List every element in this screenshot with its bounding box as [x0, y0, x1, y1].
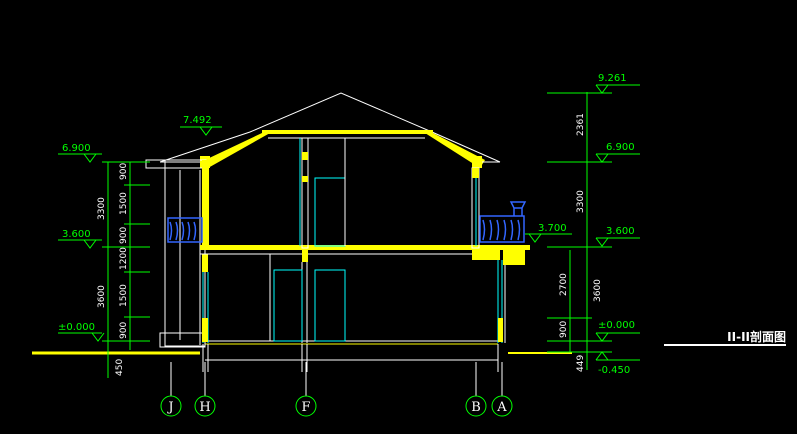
- level-label-left-1: 6.900: [62, 143, 91, 154]
- grid-label-B: B: [471, 400, 481, 415]
- second-floor-slab: [200, 245, 530, 250]
- level-marker-0000-right: [595, 332, 640, 342]
- dim-left-inner-2: 1500: [119, 192, 129, 215]
- grid-bubble-B: [465, 395, 487, 417]
- grid-bubble-J: [160, 395, 182, 417]
- level-marker-3700: 3.700: [525, 223, 572, 243]
- column-B-base: [498, 318, 503, 342]
- roof-outline: [159, 92, 501, 163]
- section-title: II-II剖面图: [664, 329, 786, 346]
- dim-right-inner-3: 2700: [559, 273, 569, 296]
- level-label-left-3: ±0.000: [58, 322, 95, 333]
- left-plinth: [159, 332, 206, 348]
- dim-left-inner-3: 900: [119, 227, 129, 244]
- dim-left-outer-2: 3600: [97, 285, 107, 308]
- roof-slab-left: [205, 133, 270, 168]
- balcony-bracket: [503, 247, 525, 265]
- dim-left-inner-6: 900: [119, 322, 129, 339]
- lower-door-left: [273, 269, 303, 342]
- dim-left-inner-4: 1200: [119, 247, 129, 270]
- upper-door: [314, 177, 346, 247]
- grid-label-H: H: [199, 400, 210, 415]
- left-upper-wall: [164, 159, 206, 347]
- dim-right-inner-4: 900: [559, 321, 569, 338]
- dim-left-base: 450: [115, 359, 125, 376]
- left-balustrade: [167, 217, 203, 243]
- level-label-right-1: 9.261: [598, 73, 627, 84]
- drawing-title: II-II剖面图: [727, 329, 786, 344]
- level-label-right-4: ±0.000: [598, 320, 635, 331]
- dim-left-inner-1: 900: [119, 163, 129, 180]
- level-marker-6900-right: [595, 153, 640, 163]
- column-H-lower: [202, 254, 208, 272]
- column-B-slab: [472, 250, 500, 260]
- right-balustrade: [479, 201, 527, 243]
- dim-right-base: 449: [576, 355, 586, 372]
- dim-right-inner-2: 3300: [576, 190, 586, 213]
- column-B-cap: [472, 168, 479, 178]
- dim-right-inner-1: 2361: [576, 113, 586, 136]
- column-H-upper: [202, 160, 209, 250]
- level-marker-0000-left: [58, 332, 105, 342]
- lower-door-right: [314, 269, 346, 342]
- grid-bubble-H: [194, 395, 216, 417]
- column-F-slab: [302, 250, 308, 262]
- level-marker-9261: [595, 84, 640, 94]
- column-F-upper: [301, 137, 309, 249]
- grid-label-F: F: [301, 400, 310, 415]
- level-marker-3600-left: [58, 239, 102, 249]
- column-F-mid: [302, 176, 308, 182]
- grid-bubble-A: [491, 395, 513, 417]
- dim-left-outer-1: 3300: [97, 197, 107, 220]
- level-label-right-3: 3.600: [606, 226, 635, 237]
- level-label-ridge: 7.492: [183, 115, 212, 126]
- grid-bubble-F: [295, 395, 317, 417]
- level-label-balcony: 3.700: [538, 223, 567, 234]
- column-H-base: [202, 318, 208, 342]
- level-label-right-5: -0.450: [598, 365, 630, 376]
- left-cornice: [145, 159, 207, 169]
- level-marker-7492: 7.492: [180, 115, 222, 136]
- level-label-left-2: 3.600: [62, 229, 91, 240]
- level-label-right-2: 6.900: [606, 142, 635, 153]
- column-F-cap: [302, 152, 308, 160]
- building-section: [32, 92, 572, 372]
- dim-left-inner-5: 1500: [119, 284, 129, 307]
- grid-label-J: J: [166, 400, 173, 415]
- level-marker-6900-left: [58, 153, 102, 163]
- eave-block-right: [472, 156, 482, 168]
- dim-right-outer: 3600: [593, 279, 603, 302]
- level-marker-0450: [595, 351, 640, 361]
- level-marker-3600-right: [595, 237, 640, 247]
- roof-slab-right: [425, 133, 485, 168]
- grid-label-A: A: [496, 400, 507, 415]
- right-dimensions: 9.261 6.900 3.600 ±0.000 -0.450 2361 330…: [547, 73, 640, 376]
- left-dimensions: 6.900 3.600 ±0.000 3300 3600 450 900 150…: [58, 143, 150, 378]
- grid-axes: J H F B A: [160, 362, 513, 417]
